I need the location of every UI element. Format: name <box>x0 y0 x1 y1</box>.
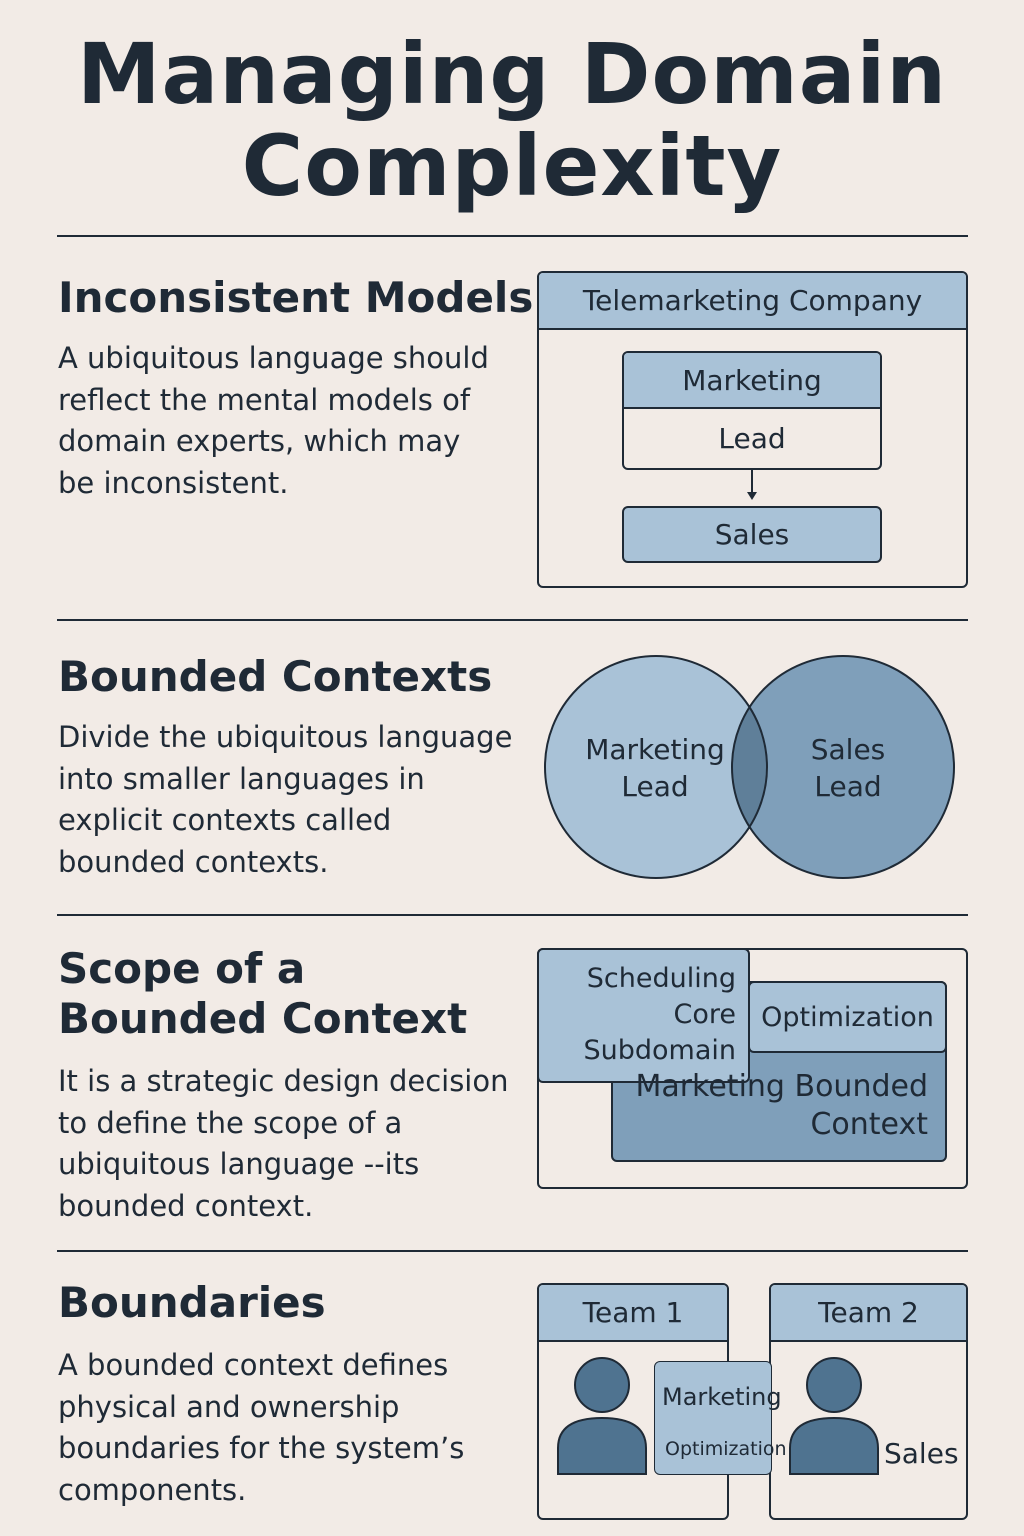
shared-optimization-label: Optimization <box>665 1438 787 1460</box>
section-heading-bounded-contexts: Bounded Contexts <box>58 652 493 701</box>
page-title: Managing Domain Complexity <box>76 25 948 215</box>
section-heading-scope: Scope of a Bounded Context <box>58 944 468 1043</box>
sales-box: Sales <box>622 506 882 563</box>
team1-header: Team 1 <box>539 1285 727 1342</box>
scheduling-core-subdomain-box <box>537 948 750 1083</box>
team2-sales-label: Sales <box>884 1437 959 1470</box>
team2-person-icon <box>789 1357 879 1475</box>
divider <box>57 619 968 621</box>
section-text-scope: It is a strategic design decision to def… <box>58 1064 509 1223</box>
marketing-bounded-context-label: Marketing Bounded Context <box>635 1069 928 1142</box>
team2-box: Team 2 <box>769 1283 968 1520</box>
marketing-lead-label: Marketing Lead <box>585 733 725 803</box>
marketing-lead-circle <box>545 656 767 878</box>
team2-header: Team 2 <box>771 1285 966 1342</box>
section-text-bounded-contexts: Divide the ubiquitous language into smal… <box>58 720 513 879</box>
shared-marketing-optimization-box <box>654 1361 772 1475</box>
section-text-boundaries: A bounded context defines physical and o… <box>58 1348 465 1507</box>
section-heading-inconsistent-models: Inconsistent Models <box>58 273 534 322</box>
optimization-box: Optimization <box>748 981 947 1053</box>
divider <box>57 1250 968 1252</box>
section-heading-boundaries: Boundaries <box>58 1278 326 1327</box>
telemarketing-company-header: Telemarketing Company <box>539 273 966 330</box>
divider <box>57 235 968 237</box>
divider <box>57 914 968 916</box>
marketing-header: Marketing <box>624 353 880 409</box>
sales-lead-label: Sales Lead <box>810 733 886 803</box>
lead-label: Lead <box>718 421 786 455</box>
marketing-lead-box: Marketing Lead <box>622 351 882 470</box>
team1-person-icon <box>557 1357 647 1475</box>
team1-box: Team 1 <box>537 1283 729 1520</box>
telemarketing-company-diagram: Telemarketing Company <box>537 271 968 588</box>
sales-lead-circle <box>732 656 954 878</box>
scheduling-core-subdomain-label: Scheduling Core Subdomain <box>583 963 736 1066</box>
shared-marketing-label: Marketing <box>662 1383 782 1411</box>
section-text-inconsistent-models: A ubiquitous language should reflect the… <box>58 341 489 500</box>
